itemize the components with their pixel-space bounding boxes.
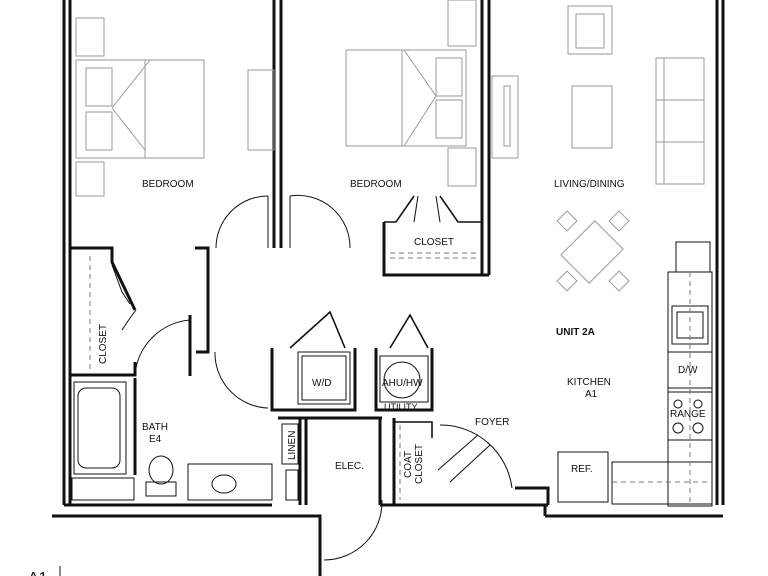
label-unit: UNIT 2A bbox=[556, 327, 595, 338]
label-kitchen: KITCHEN bbox=[567, 377, 611, 388]
exterior-walls bbox=[52, 0, 725, 576]
label-bedroom-right: BEDROOM bbox=[350, 179, 402, 190]
label-coat: COAT bbox=[403, 451, 414, 478]
label-ref: REF. bbox=[571, 464, 593, 475]
room-labels: BEDROOM BEDROOM LIVING/DINING CLOSET CLO… bbox=[28, 179, 706, 576]
label-elec: ELEC. bbox=[335, 461, 364, 472]
bath-fixtures bbox=[71, 256, 273, 501]
label-wd: W/D bbox=[312, 378, 331, 389]
left-bedroom-furniture bbox=[75, 17, 275, 197]
label-foyer: FOYER bbox=[475, 417, 509, 428]
label-coat-closet: CLOSET bbox=[414, 444, 425, 484]
label-ahu: AHU/HW bbox=[382, 378, 423, 389]
label-kitchen-code: A1 bbox=[585, 389, 598, 400]
utility-fixtures bbox=[281, 252, 480, 501]
label-bedroom-closet: CLOSET bbox=[414, 237, 454, 248]
label-bath-code: E4 bbox=[149, 434, 162, 445]
living-furniture bbox=[491, 5, 705, 292]
label-plan-code: A1 bbox=[28, 570, 48, 576]
label-range: RANGE bbox=[670, 409, 706, 420]
interior-walls bbox=[70, 0, 550, 505]
label-dw: D/W bbox=[678, 365, 698, 376]
right-bedroom-furniture bbox=[345, 0, 477, 187]
label-utility: UTILITY bbox=[384, 402, 418, 412]
label-linen: LINEN bbox=[287, 431, 298, 460]
label-bedroom-left: BEDROOM bbox=[142, 179, 194, 190]
label-bath-closet: CLOSET bbox=[98, 324, 109, 364]
kitchen-fixtures bbox=[557, 241, 713, 507]
label-living-dining: LIVING/DINING bbox=[554, 179, 625, 190]
label-bath: BATH bbox=[142, 422, 168, 433]
door-swings bbox=[111, 194, 513, 561]
